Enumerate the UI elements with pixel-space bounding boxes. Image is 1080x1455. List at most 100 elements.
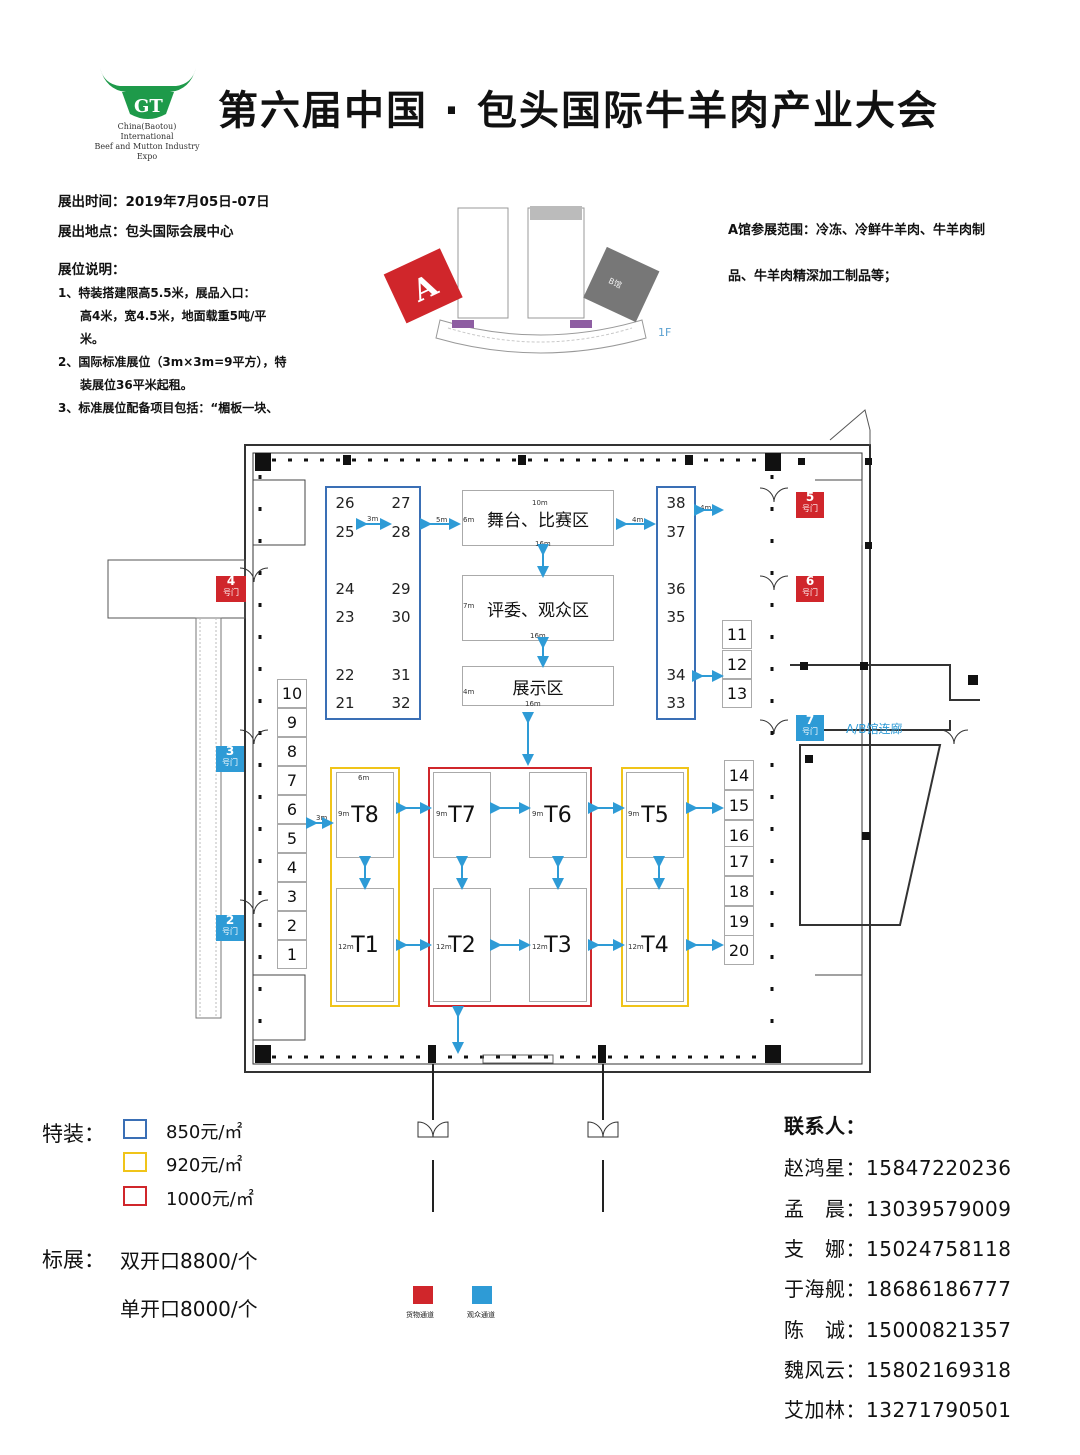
exhibition-time: 展出时间：2019年7月05日-07日 [58,194,270,210]
booth-36[interactable]: 36 [666,580,686,598]
dim-label: 9m [628,810,640,818]
legend-swatch-yellow [123,1152,147,1172]
legend-price-850: 850元/㎡ [166,1122,243,1143]
booth-37[interactable]: 37 [666,523,686,541]
floor-plan [107,409,980,1212]
booth-4[interactable]: 4 [277,853,307,882]
booth-note-line: 2、国际标准展位（3m×3m=9平方），特 [58,355,287,369]
dim-label: 6m [463,516,475,524]
booth-29[interactable]: 29 [391,580,411,598]
booth-33[interactable]: 33 [666,694,686,712]
booth-7[interactable]: 7 [277,766,307,795]
booth-34[interactable]: 34 [666,666,686,684]
cargo-gate-icon [413,1286,433,1304]
booth-t8[interactable]: T8 [336,772,394,858]
booth-8[interactable]: 8 [277,737,307,766]
svg-text:GT: GT [134,96,163,117]
site-minimap: A B馆 1F [383,206,671,354]
audience-channel-label: 观众通道 [467,1311,495,1319]
booth-26[interactable]: 26 [335,494,355,512]
booth-23[interactable]: 23 [335,608,355,626]
booth-11[interactable]: 11 [722,620,752,649]
audience-gate-icon [472,1286,492,1304]
logo-caption: China(Baotou) International Beef and Mut… [94,122,200,161]
booth-28[interactable]: 28 [391,523,411,541]
contact-row: 魏风云：15802169318 [784,1358,1012,1382]
dim-label: 12m [338,943,354,951]
booth-16[interactable]: 16 [724,820,754,850]
legend-swatch-blue [123,1119,147,1139]
special-legend-title: 特装： [42,1122,105,1146]
dim-label: 9m [436,810,448,818]
booth-27[interactable]: 27 [391,494,411,512]
contact-row: 艾加林：13271790501 [784,1398,1012,1422]
booth-10[interactable]: 10 [277,679,307,708]
booth-2[interactable]: 2 [277,911,307,940]
booth-35[interactable]: 35 [666,608,686,626]
phone-number[interactable]: 18686186777 [866,1277,1012,1301]
display-zone[interactable]: 展示区 [462,666,614,706]
booth-30[interactable]: 30 [391,608,411,626]
legend-price-920: 920元/㎡ [166,1155,243,1176]
booth-note-line: 1、特装搭建限高5.5米，展品入口： [58,286,256,300]
booth-21[interactable]: 21 [335,694,355,712]
booth-3[interactable]: 3 [277,882,307,911]
phone-number[interactable]: 15802169318 [866,1358,1012,1382]
phone-number[interactable]: 13039579009 [866,1197,1012,1221]
contact-row: 孟 晨：13039579009 [784,1197,1012,1221]
booth-22[interactable]: 22 [335,666,355,684]
phone-number[interactable]: 15024758118 [866,1237,1012,1261]
phone-number[interactable]: 13271790501 [866,1398,1012,1422]
judges-zone[interactable]: 评委、观众区 [462,575,614,641]
stage-zone[interactable]: 舞台、比赛区 [462,490,614,546]
svg-text:1F: 1F [658,326,671,339]
booth-38[interactable]: 38 [666,494,686,512]
booth-17[interactable]: 17 [724,846,754,876]
special-area-blue-left [325,486,421,720]
dim-label: 7m [463,602,475,610]
page-title: 第六届中国 · 包头国际牛羊肉产业大会 [218,88,940,134]
booth-t4[interactable]: T4 [626,888,684,1002]
special-area-blue-right [656,486,696,720]
booth-6[interactable]: 6 [277,795,307,824]
booth-t3[interactable]: T3 [529,888,587,1002]
booth-note-line: 3、标准展位配备项目包括：“楣板一块、 [58,401,279,415]
booth-15[interactable]: 15 [724,790,754,820]
booth-24[interactable]: 24 [335,580,355,598]
booth-31[interactable]: 31 [391,666,411,684]
booth-13[interactable]: 13 [722,679,752,708]
booth-20[interactable]: 20 [724,935,754,965]
booth-1[interactable]: 1 [277,940,307,969]
contact-row: 赵鸿星：15847220236 [784,1156,1012,1180]
booth-t7[interactable]: T7 [433,772,491,858]
contact-row: 于海舰：18686186777 [784,1277,1012,1301]
dim-label: 9m [532,810,544,818]
dim-label: 12m [436,943,452,951]
booth-32[interactable]: 32 [391,694,411,712]
booth-25[interactable]: 25 [335,523,355,541]
dim-label: 10m [532,499,548,507]
booth-18[interactable]: 18 [724,876,754,906]
phone-number[interactable]: 15000821357 [866,1318,1012,1342]
dim-label: 4m [463,688,475,696]
phone-number[interactable]: 15847220236 [866,1156,1012,1180]
expo-logo: GT [100,68,196,119]
dim-label: 16m [530,632,546,640]
ab-corridor-label: A/B馆连廊 [846,722,903,736]
special-area-yellow-right [621,767,689,1007]
scope-line-2: 品、牛羊肉精深加工制品等； [728,269,898,284]
booth-notes-title: 展位说明： [58,262,126,278]
booth-5[interactable]: 5 [277,824,307,853]
booth-12[interactable]: 12 [722,650,752,679]
standard-single-price: 单开口8000/个 [120,1297,258,1321]
booth-9[interactable]: 9 [277,708,307,737]
booth-19[interactable]: 19 [724,906,754,936]
booth-t2[interactable]: T2 [433,888,491,1002]
booth-14[interactable]: 14 [724,760,754,790]
